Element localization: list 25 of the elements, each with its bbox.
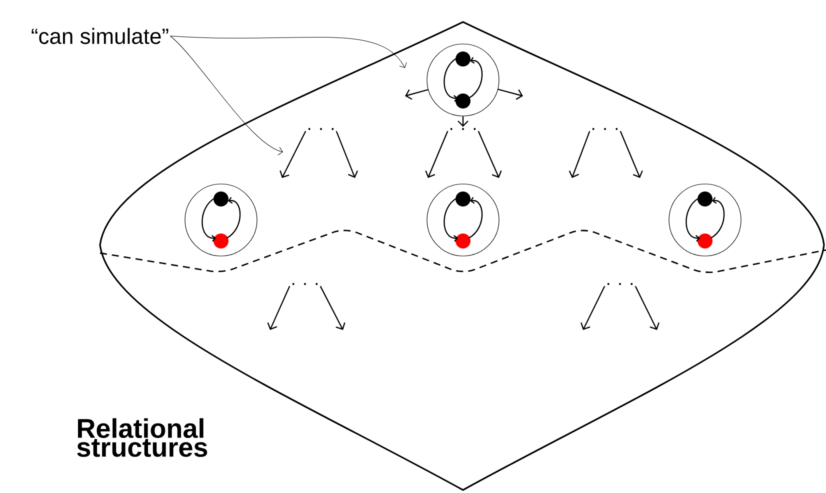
arrow — [267, 286, 290, 330]
arrow — [620, 130, 643, 178]
arrow — [425, 130, 448, 178]
ellipsis-label: . . . — [308, 128, 334, 130]
graph-in-circle-drawing — [184, 184, 258, 256]
arrow — [580, 286, 606, 330]
leader-line — [170, 36, 407, 68]
arrow — [634, 286, 660, 330]
ellipsis-label: . . . — [292, 283, 318, 285]
arrow — [320, 286, 346, 330]
arrow — [568, 130, 590, 178]
graph-in-circle-drawing — [668, 184, 742, 256]
graph-in-circle-drawing — [426, 44, 500, 116]
ellipsis-label: . . . — [607, 283, 633, 285]
arrow — [478, 130, 502, 178]
arrow — [336, 130, 358, 178]
title: Relational structures — [77, 418, 208, 457]
arrow — [280, 130, 306, 178]
ellipsis-label: . . . — [450, 128, 476, 130]
arrow — [498, 88, 523, 100]
graph-in-circle-drawing — [426, 184, 500, 256]
ellipsis-label: . . . — [592, 128, 618, 130]
leader-line — [170, 36, 283, 156]
arrow — [405, 89, 428, 100]
quoted-label: “can simulate” — [32, 28, 168, 44]
